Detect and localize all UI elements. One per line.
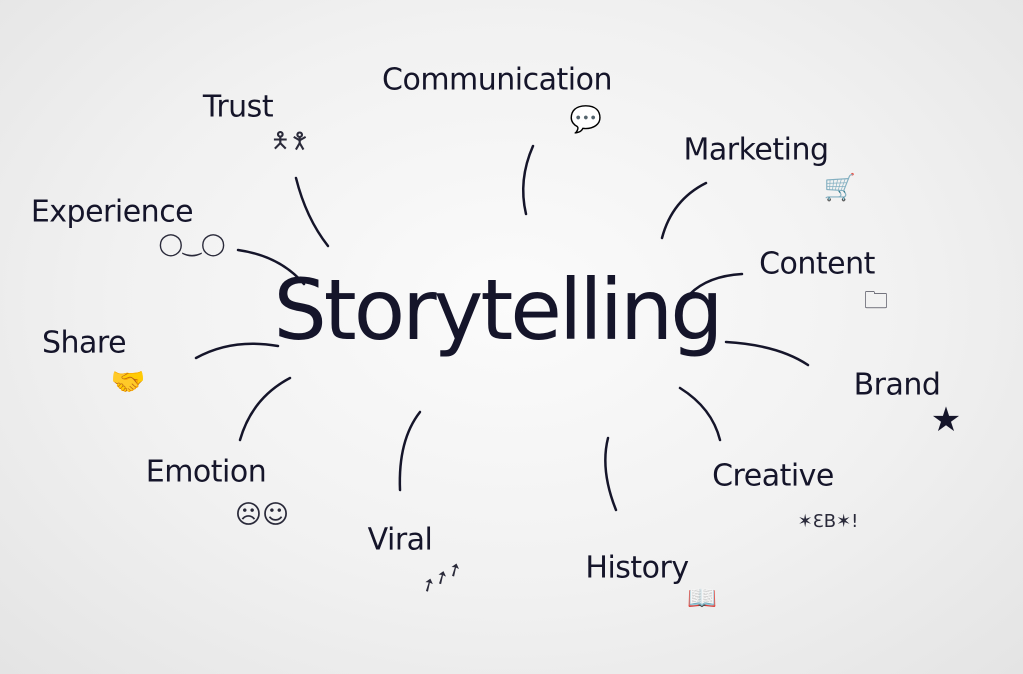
line-emotion [238, 376, 292, 442]
sparkle-doodle-icon: ✶ƐB✶! [797, 511, 859, 532]
glasses-icon: ◯‿◯ [158, 232, 226, 257]
branch-marketing: Marketing [683, 132, 829, 168]
branch-experience: Experience [30, 194, 194, 230]
folder-icon: 🗀 [864, 286, 888, 314]
branch-creative: Creative [712, 458, 834, 494]
shopping-cart-icon: 🛒 [823, 173, 857, 203]
branch-emotion: Emotion [145, 454, 267, 490]
branch-brand: Brand [853, 367, 941, 403]
branch-content: Content [759, 246, 875, 282]
faces-icon: ☹☺ [234, 500, 290, 530]
line-trust [294, 176, 330, 248]
line-marketing [660, 181, 708, 240]
line-content [688, 272, 744, 296]
line-brand [724, 340, 810, 367]
star-icon: ★ [930, 400, 962, 440]
line-share [194, 342, 280, 360]
book-icon: 📖 [687, 584, 717, 612]
branch-communication: Communication [382, 62, 612, 98]
center-topic: Storytelling [273, 261, 723, 359]
line-viral [398, 410, 422, 492]
branch-trust: Trust [202, 89, 274, 125]
speech-bubbles-icon: 💬 [569, 105, 603, 135]
branch-history: History [585, 550, 689, 586]
handshake-icon: 🤝 [110, 365, 146, 398]
line-history [604, 436, 618, 512]
line-experience [236, 248, 306, 286]
line-communication [521, 144, 535, 216]
people-icon: 🯅🯆 [270, 129, 310, 154]
line-creative [678, 386, 722, 442]
branch-share: Share [41, 325, 127, 361]
branch-viral: Viral [367, 522, 433, 558]
